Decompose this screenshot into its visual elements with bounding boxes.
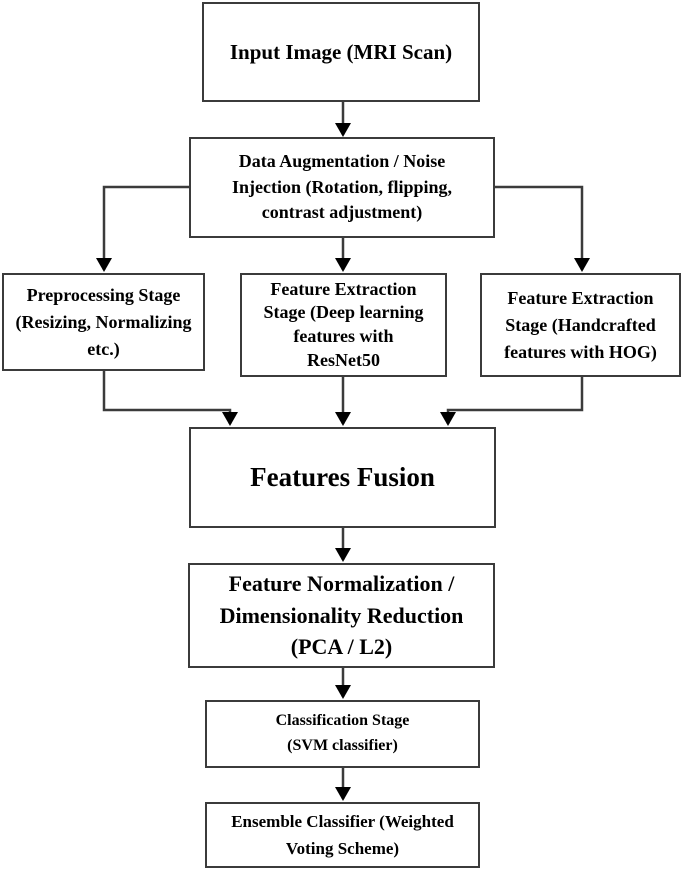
edge-augmentation-to-preprocessing — [96, 185, 190, 272]
node-classification-stage: Classification Stage (SVM classifier) — [205, 700, 480, 768]
node-ensemble-classifier-label: Ensemble Classifier (Weighted Voting Sch… — [231, 811, 454, 858]
node-features-fusion-label: Features Fusion — [250, 462, 435, 492]
edge-preprocessing-to-fusion — [102, 370, 238, 426]
node-input-image-label: Input Image (MRI Scan) — [229, 39, 453, 64]
node-feature-normalization: Feature Normalization / Dimensionality R… — [188, 563, 495, 668]
node-feature-normalization-label: Feature Normalization / Dimensionality R… — [219, 570, 464, 660]
node-feature-extraction-deep: Feature Extraction Stage (Deep learning … — [240, 273, 447, 377]
node-preprocessing-stage: Preprocessing Stage (Resizing, Normalizi… — [2, 273, 205, 371]
node-data-augmentation: Data Augmentation / Noise Injection (Rot… — [189, 137, 495, 238]
node-feature-extraction-deep-label: Feature Extraction Stage (Deep learning … — [263, 278, 424, 370]
node-preprocessing-stage-label: Preprocessing Stage (Resizing, Normalizi… — [15, 284, 192, 359]
node-features-fusion: Features Fusion — [189, 427, 496, 528]
node-feature-extraction-hog: Feature Extraction Stage (Handcrafted fe… — [480, 273, 681, 377]
node-input-image: Input Image (MRI Scan) — [202, 2, 480, 102]
node-ensemble-classifier: Ensemble Classifier (Weighted Voting Sch… — [205, 802, 480, 868]
node-classification-stage-label: Classification Stage (SVM classifier) — [275, 712, 410, 754]
node-feature-extraction-hog-label: Feature Extraction Stage (Handcrafted fe… — [504, 287, 657, 362]
node-data-augmentation-label: Data Augmentation / Noise Injection (Rot… — [231, 151, 453, 223]
edge-augmentation-to-hog-features — [494, 185, 590, 272]
edge-hog-features-to-fusion — [440, 377, 584, 426]
